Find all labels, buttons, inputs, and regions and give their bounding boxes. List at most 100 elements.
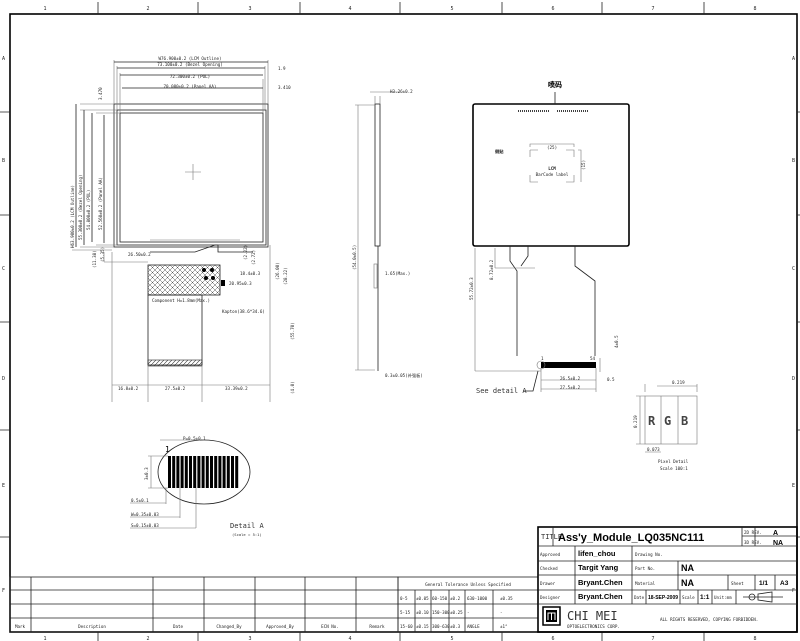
row-label: B: [792, 158, 795, 164]
kapton-note: Kapton(38.6*34.6): [222, 309, 265, 314]
dim-text: (2.72): [251, 250, 256, 265]
contact-pin: [184, 456, 188, 488]
column-label: 4: [348, 636, 351, 641]
dim-space: S=0.15±0.03: [131, 523, 159, 528]
dim-text: 20.95±0.3: [229, 281, 252, 286]
contact-pin: [226, 456, 230, 488]
dim-text: 0.5: [607, 377, 615, 382]
material-value: NA: [681, 578, 694, 588]
pixel-detail-title: Pixel Detail: [658, 459, 689, 464]
rev-header: Remark: [369, 624, 385, 629]
rev-header: Approved_By: [266, 624, 294, 629]
contact-pin: [180, 456, 184, 488]
column-labels: 1 2 3 4 5 6 7 8 1 2 3 4 5 6 7 8: [43, 6, 756, 641]
column-label: 8: [753, 636, 756, 641]
date-value: 18-SEP-2009: [648, 595, 678, 601]
checked-value: Targit Yang: [578, 563, 619, 572]
pixel-detail: R G B 0.219 0.219 0.073 Pixel Detail Sca…: [633, 380, 698, 471]
dim-text: 8.72±0.2: [489, 259, 494, 280]
row-label: D: [792, 376, 795, 382]
component-note: Component H=1.8mm(Max.): [152, 298, 210, 303]
dim-text: 26.5±0.2: [560, 376, 581, 381]
contact-pin: [218, 456, 222, 488]
dim-text: (5.35): [100, 247, 105, 262]
tolerance-cell: ±0.35: [500, 596, 513, 601]
tolerance-cell: ANGLE: [467, 624, 480, 629]
column-label: 1: [43, 636, 46, 641]
projection-symbol-icon: [743, 591, 783, 603]
tolerance-cell: 15-60: [400, 624, 413, 629]
row-label: F: [792, 588, 795, 594]
contact-pin: [172, 456, 176, 488]
designer-label: Designer: [540, 595, 561, 600]
dim-text: 33.39±0.2: [225, 386, 248, 391]
pixel-r: R: [648, 414, 656, 428]
sheet-value: 1/1: [759, 580, 768, 587]
designer-value: Bryant.Chen: [578, 592, 623, 601]
dim-bezel-width: 73.100±0.2 (Bezel Opening): [157, 62, 223, 67]
row-label: C: [792, 266, 795, 272]
rev-header: ECN No.: [321, 624, 339, 629]
rev3d-value: NA: [773, 540, 783, 547]
sheet-size: A3: [780, 580, 789, 587]
row-label: B: [2, 158, 5, 164]
title-label: TITLE: [541, 533, 562, 541]
tolerance-cell: 150-300: [432, 610, 450, 615]
dim-text: 3±0.3: [144, 467, 149, 480]
tolerance-cell: ±1°: [500, 624, 508, 629]
tolerance-cell: ±0.15: [416, 624, 429, 629]
contact-pin: [210, 456, 213, 488]
dim-pol-width: 72.300±0.2 (POL): [170, 74, 210, 79]
dim-text: 3.470: [98, 87, 103, 100]
row-label: C: [2, 266, 5, 272]
pin-label: 54: [590, 356, 596, 361]
drawer-value: Bryant.Chen: [578, 578, 623, 587]
side-view: H3.26±0.2 (54.0±0.5) 1.65(Max.) 0.3±0.05…: [352, 89, 423, 379]
pixel-g: G: [664, 414, 671, 428]
rev2d-label: 2D REV.: [744, 530, 762, 535]
contact-pin: [168, 456, 171, 488]
company-logo: [542, 606, 561, 626]
contact-pin: [214, 456, 218, 488]
dim-text: 4±0.5: [614, 335, 619, 348]
dim-text: (15): [581, 160, 586, 170]
row-label: F: [2, 588, 5, 594]
dim-text: 1.9: [278, 66, 286, 71]
dim-bezel-height: 55.300±0.2 (Bezel Opening): [78, 174, 83, 240]
column-label: 6: [551, 636, 554, 641]
dim-aa-width: 70.080±0.2 (Panel AA): [164, 84, 217, 89]
dim-text: 0.073: [647, 447, 660, 452]
rev-header: Date: [173, 624, 184, 629]
dim-text: (25): [547, 145, 557, 150]
column-label: 3: [248, 6, 251, 12]
column-label: 3: [248, 636, 251, 641]
part-no-label: Part No.: [635, 566, 655, 571]
dim-text: 26.50±0.2: [128, 252, 151, 257]
rev-header: Description: [78, 624, 106, 629]
dim-text: 1.65(Max.): [385, 271, 410, 276]
back-view: 喷码 侧贴 LCM BarCode label 1 54 55.72±0.3 8…: [469, 80, 630, 395]
pin-label: 1: [541, 356, 544, 361]
tolerance-cell: 5-15: [400, 610, 411, 615]
dim-text: (4.0): [290, 381, 295, 394]
column-label: 7: [651, 6, 654, 12]
pixel-detail-scale: Scale 100:1: [660, 466, 688, 471]
dim-text: (54.0±0.5): [352, 245, 357, 270]
contact-pin: [189, 456, 192, 488]
row-label: A: [2, 56, 5, 62]
dim-text: (2.22): [243, 245, 248, 260]
rev-header: Changed_By: [216, 624, 242, 629]
contact-pin: [235, 456, 239, 488]
column-label: 5: [450, 636, 453, 641]
pin-1-label: 1: [165, 445, 170, 454]
dim-text: H3.26±0.2: [390, 89, 413, 94]
contact-pin: [197, 456, 201, 488]
barcode-label: LCM: [548, 166, 556, 171]
dim-text: (28.22): [283, 267, 288, 285]
column-label: 7: [651, 636, 654, 641]
front-view: W76.900±0.2 (LCM Outline) 73.100±0.2 (Be…: [70, 56, 295, 402]
dim-text: 16.8±0.2: [118, 386, 139, 391]
material-label: Material: [635, 581, 656, 586]
column-label: 2: [146, 6, 149, 12]
dim-text: 3.410: [278, 85, 291, 90]
